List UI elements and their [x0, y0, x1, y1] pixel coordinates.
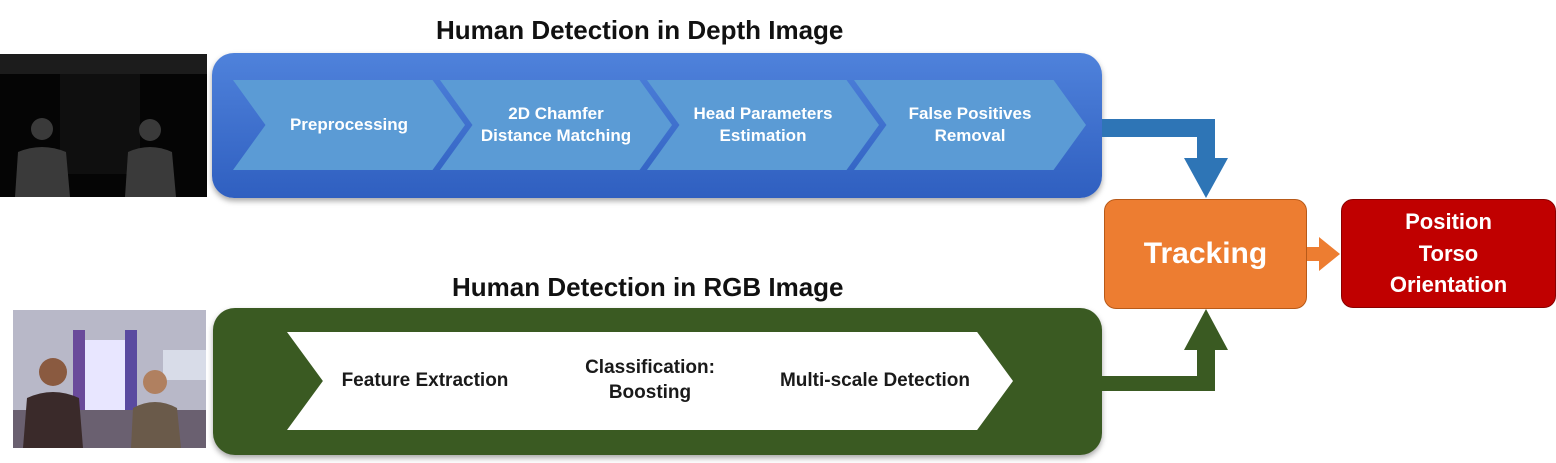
rgb-step-feature-extraction: Feature Extraction: [287, 332, 563, 430]
output-line-orientation: Orientation: [1389, 272, 1508, 298]
tracking-box: Tracking: [1104, 199, 1307, 309]
output-box: Position Torso Orientation: [1341, 199, 1556, 308]
step-label: False Positives Removal: [908, 103, 1032, 145]
step-label: Head Parameters Estimation: [693, 103, 833, 145]
step-label: 2D Chamfer Distance Matching: [480, 103, 632, 145]
depth-step-chamfer-matching: 2D Chamfer Distance Matching: [440, 80, 672, 170]
output-line-position: Position: [1405, 208, 1492, 234]
output-line-torso: Torso: [1418, 240, 1479, 266]
depth-to-tracking-arrow: [1102, 119, 1228, 198]
rgb-section-title: Human Detection in RGB Image: [452, 272, 844, 302]
depth-section-title: Human Detection in Depth Image: [436, 15, 844, 45]
tracking-to-output-arrow: [1305, 237, 1340, 271]
step-label: Feature Extraction: [341, 369, 509, 391]
depth-step-preprocessing: Preprocessing: [233, 80, 465, 170]
rgb-step-multiscale-detection: Multi-scale Detection: [737, 332, 1013, 430]
depth-step-head-parameters: Head Parameters Estimation: [647, 80, 879, 170]
step-label: Multi-scale Detection: [779, 369, 971, 391]
depth-step-false-positive-removal: False Positives Removal: [854, 80, 1086, 170]
tracking-label: Tracking: [1143, 237, 1268, 270]
rgb-image: [13, 310, 206, 448]
rgb-to-tracking-arrow: [1102, 309, 1228, 391]
depth-image: [0, 54, 207, 197]
step-label: Preprocessing: [289, 114, 409, 134]
rgb-step-classification: Classification: Boosting: [512, 332, 788, 430]
step-label: Classification: Boosting: [585, 357, 715, 403]
